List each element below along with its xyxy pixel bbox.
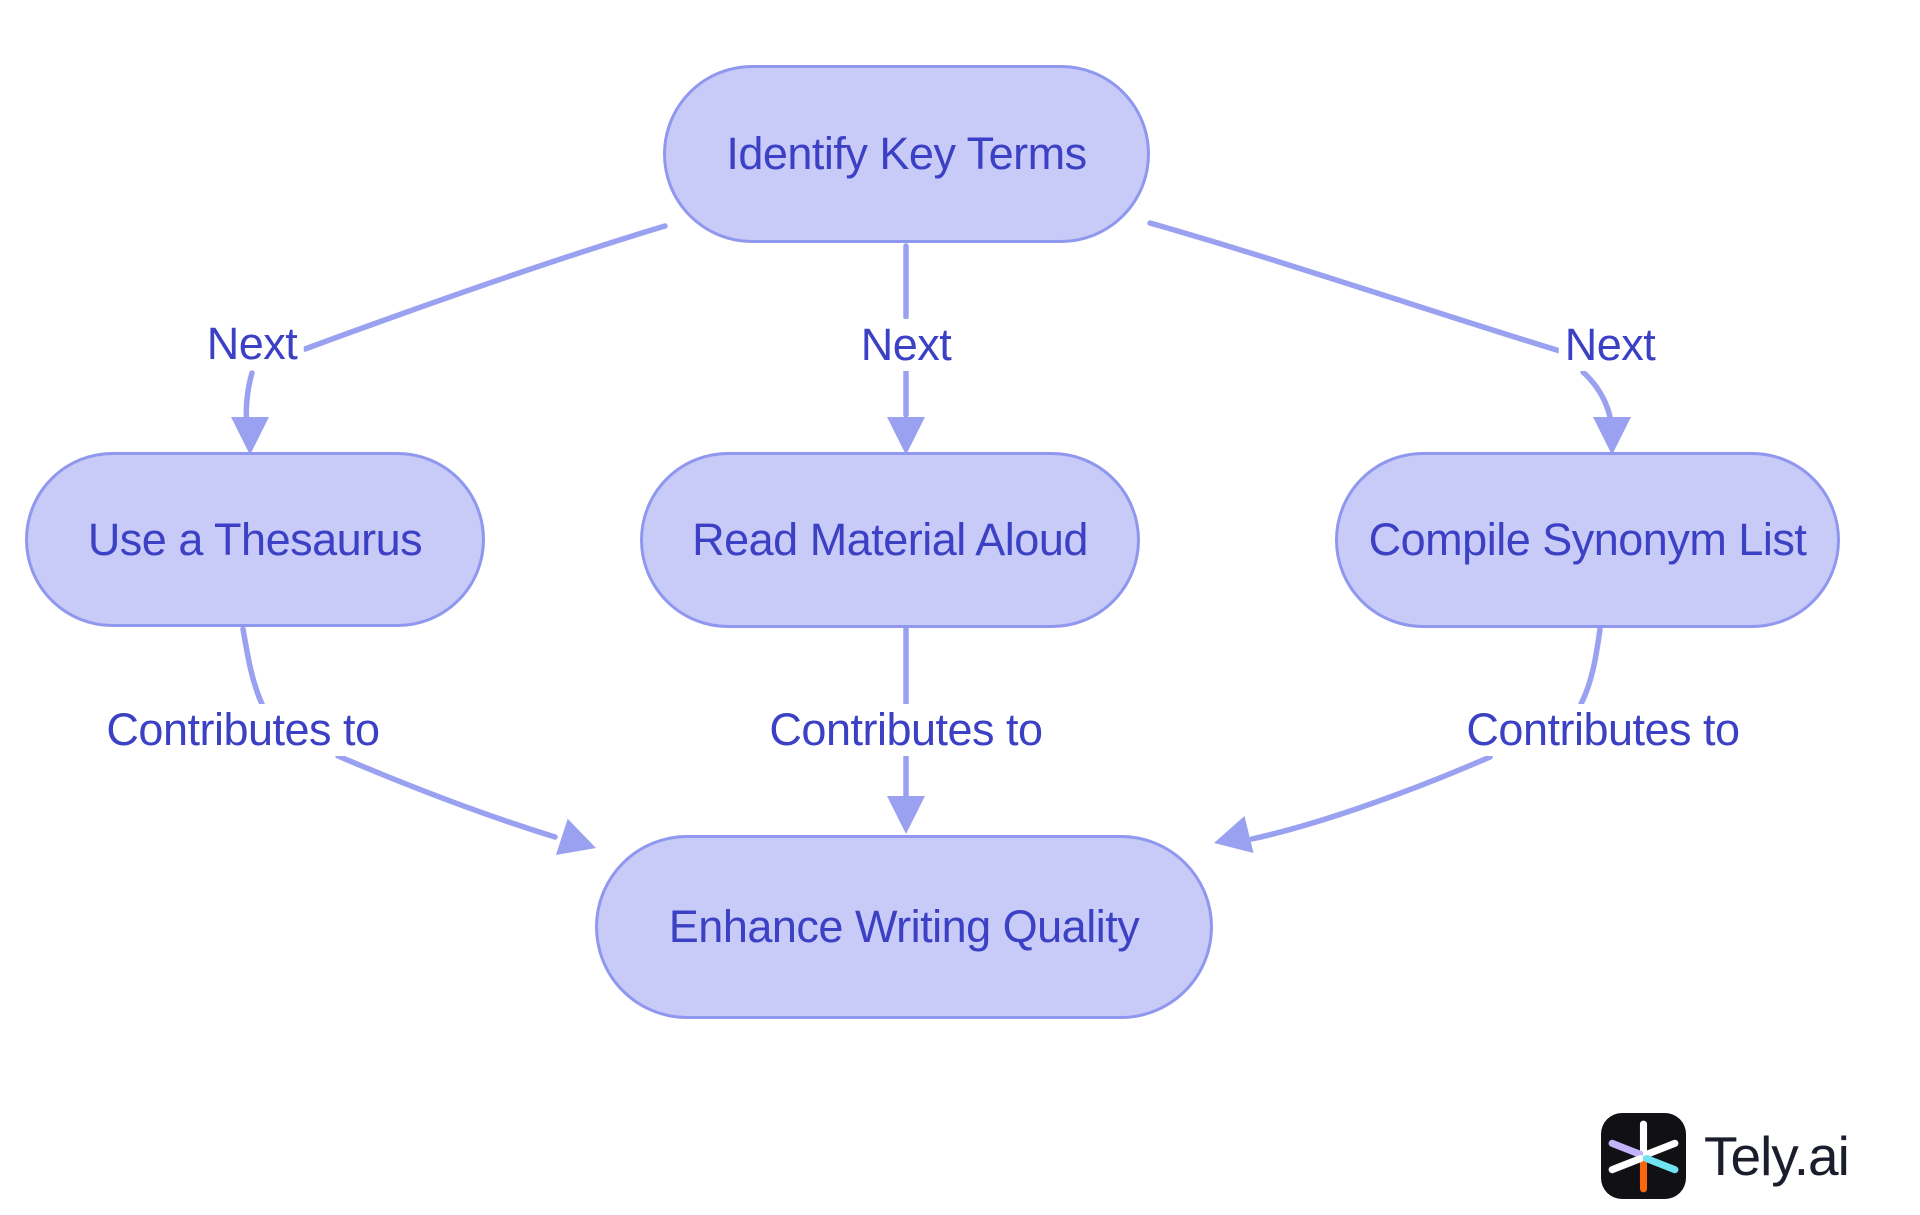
arrowhead-down-icon — [887, 417, 925, 455]
edge-label-next-middle: Next — [854, 319, 958, 371]
node-compile-synonym-list: Compile Synonym List — [1335, 452, 1840, 628]
edge-identify-thesaurus-line-a — [302, 223, 668, 352]
arrowhead-down-icon — [887, 796, 925, 834]
edge-label-contributes-left: Contributes to — [100, 704, 386, 756]
edge-thesaurus-enhance-line-b — [335, 753, 558, 840]
arrowhead-down-left-icon — [1214, 816, 1254, 853]
node-enhance-writing-quality: Enhance Writing Quality — [595, 835, 1213, 1019]
edge-label-next-right: Next — [1558, 319, 1662, 371]
brand-name: Tely.ai — [1704, 1124, 1850, 1187]
edge-compile-enhance-line-b — [1249, 754, 1493, 842]
arrowhead-down-right-icon — [555, 818, 596, 855]
tely-asterisk-icon — [1601, 1113, 1686, 1199]
node-use-a-thesaurus: Use a Thesaurus — [25, 452, 485, 627]
node-read-material-aloud: Read Material Aloud — [640, 452, 1140, 628]
edge-compile-enhance-line-a — [1578, 626, 1603, 707]
edge-label-contributes-right: Contributes to — [1460, 704, 1746, 756]
edge-label-contributes-middle: Contributes to — [763, 704, 1049, 756]
node-identify-key-terms: Identify Key Terms — [663, 65, 1150, 243]
brand-logo: Tely.ai — [1601, 1113, 1850, 1199]
edge-identify-compile-line-a — [1147, 220, 1563, 354]
arrowhead-down-icon — [231, 417, 269, 455]
edge-thesaurus-enhance-line-a — [240, 626, 265, 707]
edge-label-next-left: Next — [200, 318, 304, 370]
arrowhead-down-icon — [1593, 417, 1631, 455]
